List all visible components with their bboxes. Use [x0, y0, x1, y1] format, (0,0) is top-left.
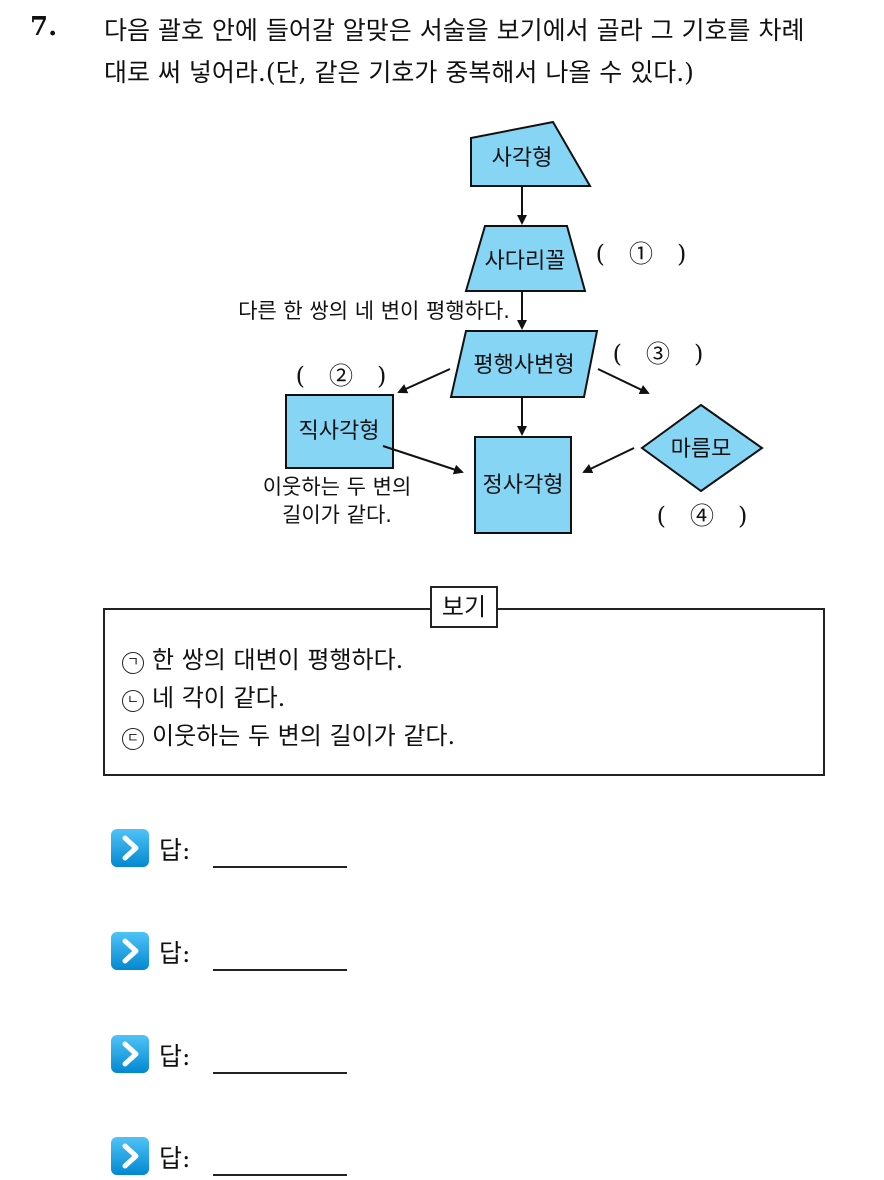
quadrilateral-flowchart: 사각형 사다리꼴 평행사변형 직사각형 정사각형 마름모 다른 한 쌍의 네 변… — [238, 120, 764, 534]
blank-1: ( ① ) — [596, 240, 687, 268]
bogi-mark: ㄱ — [122, 652, 144, 674]
arrow-rectangle-to-square — [382, 445, 464, 475]
bogi-item-text: 이웃하는 두 변의 길이가 같다. — [152, 722, 456, 750]
chevron-right-icon — [111, 1035, 149, 1073]
bogi-item: ㄱ 한 쌍의 대변이 평행하다. — [122, 640, 403, 675]
bogi-item-text: 한 쌍의 대변이 평행하다. — [152, 646, 404, 674]
answer-label: 답: — [159, 939, 191, 968]
arrow-parallelogram-to-rectangle — [397, 368, 451, 394]
annotation-pair-parallel: 다른 한 쌍의 네 변이 평행하다. — [238, 299, 510, 323]
blank-2: ( ② ) — [296, 362, 387, 390]
bogi-item: ㄷ 이웃하는 두 변의 길이가 같다. — [122, 716, 455, 751]
annotation-adjacent-line-1: 이웃하는 두 변의 — [263, 475, 412, 499]
rectangle-right-shape — [285, 394, 394, 469]
rhombus-shape — [640, 403, 764, 493]
answer-blank-line[interactable] — [213, 969, 347, 971]
annotation-adjacent-line-2: 길이가 같다. — [282, 503, 392, 527]
bogi-item: ㄴ 네 각이 같다. — [122, 678, 285, 713]
parallelogram-label: 평행사변형 — [473, 353, 574, 378]
bogi-mark: ㄷ — [122, 728, 144, 750]
bogi-title: 보기 — [430, 586, 498, 628]
answer-label: 답: — [159, 836, 191, 865]
bogi-item-text: 네 각이 같다. — [152, 684, 286, 712]
rectangle-right-label: 직사각형 — [299, 419, 380, 444]
question-number: 7. — [30, 12, 58, 42]
square-shape — [474, 436, 572, 534]
answer-blank-line[interactable] — [213, 1072, 347, 1074]
answer-blank-line[interactable] — [213, 866, 347, 868]
square-label: 정사각형 — [483, 473, 564, 498]
question-line-2: 대로 써 넣어라.(단, 같은 기호가 중복해서 나올 수 있다.) — [104, 58, 694, 87]
trapezoid-label: 사다리꼴 — [485, 249, 566, 274]
arrow-rhombus-to-square — [582, 447, 635, 474]
blank-3: ( ③ ) — [613, 340, 704, 368]
chevron-right-icon — [111, 829, 149, 867]
trapezoid-shape — [464, 225, 587, 292]
parallelogram-shape — [449, 330, 599, 398]
blank-4: ( ④ ) — [657, 502, 748, 530]
chevron-right-icon — [111, 1137, 149, 1175]
answer-blank-line[interactable] — [213, 1174, 347, 1176]
question-text: 다음 괄호 안에 들어갈 알맞은 서술을 보기에서 골라 그 기호를 차례 대로… — [104, 10, 874, 94]
answer-label: 답: — [159, 1042, 191, 1071]
rhombus-label: 마름모 — [671, 437, 732, 462]
arrow-parallelogram-to-rhombus — [597, 368, 650, 395]
rectangle-label: 사각형 — [492, 146, 553, 171]
chevron-right-icon — [111, 932, 149, 970]
rectangle-shape — [470, 120, 592, 187]
question-line-1: 다음 괄호 안에 들어갈 알맞은 서술을 보기에서 골라 그 기호를 차례 — [104, 16, 805, 45]
answer-label: 답: — [159, 1144, 191, 1173]
bogi-mark: ㄴ — [122, 690, 144, 712]
